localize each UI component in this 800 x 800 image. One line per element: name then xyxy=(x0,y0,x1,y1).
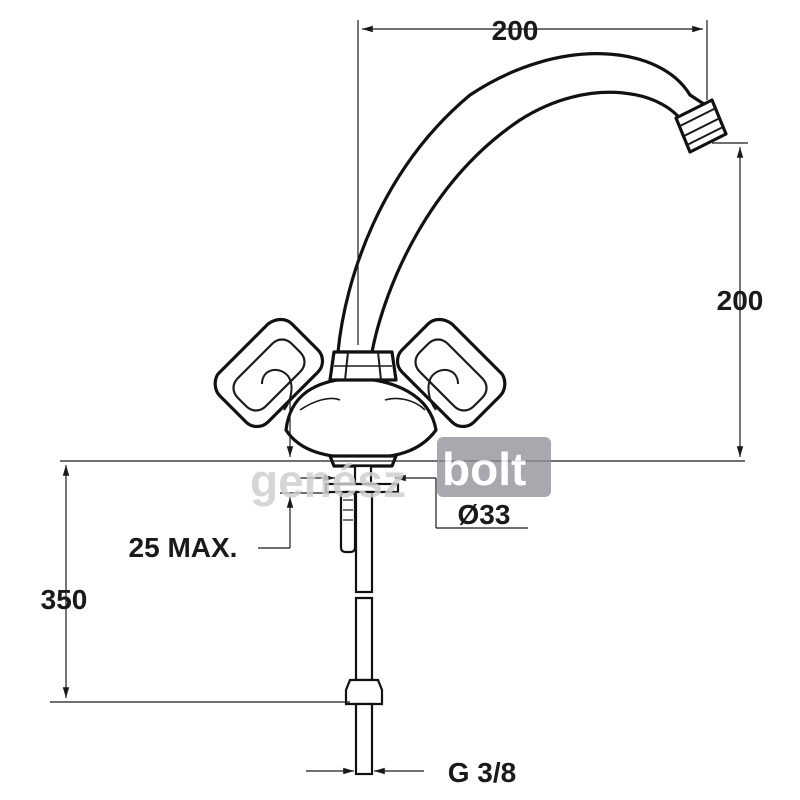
label-hose-length: 350 xyxy=(41,584,88,615)
dim-hose-length xyxy=(50,465,350,703)
dim-spout-reach xyxy=(357,20,708,345)
watermark: genész bolt xyxy=(250,437,551,507)
watermark-box xyxy=(437,437,551,497)
label-deck-thickness: 25 MAX. xyxy=(129,532,238,563)
label-spout-reach: 200 xyxy=(492,15,539,46)
spout-nut xyxy=(328,350,398,382)
label-hole-diameter: Ø33 xyxy=(458,499,511,530)
label-connection-thread: G 3/8 xyxy=(448,757,516,788)
watermark-text-2: bolt xyxy=(442,443,526,495)
mounting-hardware xyxy=(324,464,400,594)
right-handle xyxy=(395,317,507,429)
label-spout-height: 200 xyxy=(717,285,764,316)
dim-spout-height xyxy=(712,142,748,457)
watermark-text-1: genész xyxy=(250,455,406,507)
aerator xyxy=(674,98,728,154)
left-handle xyxy=(213,317,325,429)
spout xyxy=(336,52,728,354)
faucet-body xyxy=(284,350,438,468)
dim-hole-diameter xyxy=(300,474,528,529)
dim-deck-thickness xyxy=(258,400,330,549)
supply-hose xyxy=(344,596,384,776)
